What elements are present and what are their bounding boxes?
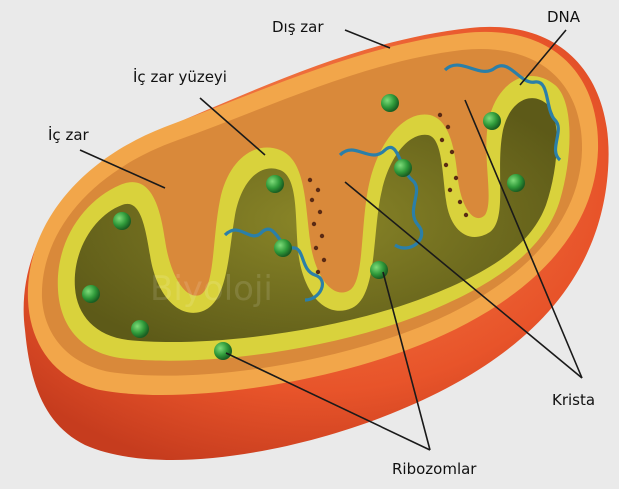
- label-ribosomes: Ribozomlar: [392, 460, 477, 478]
- watermark: Biyoloji: [150, 269, 273, 309]
- label-inner-membrane-surface: İç zar yüzeyi: [133, 67, 227, 86]
- label-dna: DNA: [547, 8, 581, 26]
- label-inner-membrane: İç zar: [48, 125, 90, 144]
- label-crista: Krista: [552, 391, 595, 409]
- label-outer-membrane: Dış zar: [272, 18, 324, 36]
- leader-line-outer-membrane: [345, 30, 390, 48]
